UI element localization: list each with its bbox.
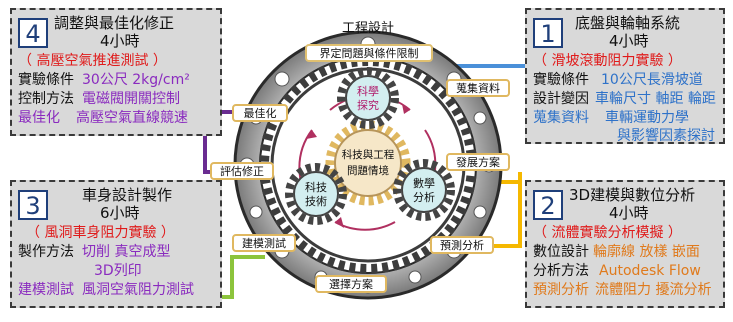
- stage-3-row3-label: 建模測試: [18, 282, 74, 298]
- label-select: 選擇方案: [315, 275, 387, 293]
- gear-center-line2: 問題情境: [347, 165, 389, 177]
- stage-1-box: 1 底盤與輪軸系統 4小時 （ 滑坡滾動阻力實驗 ） 實驗條件 10公尺長滑坡道…: [525, 8, 725, 144]
- center-gear: [334, 129, 402, 197]
- diagram-title: 工程設計: [342, 21, 395, 36]
- stage-1-row2-label: 設計變因: [533, 91, 589, 107]
- gear-technology-line1: 科技: [305, 181, 327, 194]
- stage-1-row4-value: 與影響因素探討: [617, 128, 715, 144]
- stage-1-row1-label: 實驗條件: [533, 72, 589, 88]
- gear-center-line1: 科技與工程: [341, 149, 395, 161]
- stage-3-row2-value: 3D列印: [94, 263, 142, 279]
- stage-4-box: 4 調整與最佳化修正 4小時 （ 高壓空氣推進測試 ） 實驗條件 30公尺 2k…: [10, 8, 222, 136]
- gear-math-line1: 數學: [413, 177, 435, 190]
- stage-1-experiment: （ 滑坡滾動阻力實驗 ）: [533, 53, 682, 69]
- center-gear-teeth: [325, 120, 411, 206]
- science-gear-teeth: [337, 67, 399, 129]
- stage-1-row1-value: 10公尺長滑坡道: [601, 72, 703, 88]
- science-gear: [345, 75, 391, 121]
- stage-1-hours: 4小時: [609, 32, 649, 50]
- stage-3-row1-value: 切削 真空成型: [82, 244, 171, 260]
- gear-technology-line2: 技術: [305, 195, 327, 208]
- math-gear-teeth: [393, 159, 455, 221]
- stage-4-row2-value: 電磁閥開關控制: [82, 91, 180, 107]
- stage-2-box: 2 3D建模與數位分析 4小時 （ 流體實驗分析模擬 ） 數位設計 輪廓線 放樣…: [525, 180, 725, 308]
- stage-4-hours: 4小時: [100, 32, 140, 50]
- stage-4-row1-value: 30公尺 2kg/cm²: [82, 72, 190, 88]
- stage-2-number: 2: [533, 190, 563, 220]
- stage-1-row3-label: 蒐集資料: [533, 110, 589, 126]
- stage-4-row3-label: 最佳化: [18, 110, 60, 126]
- stage-1-row3-value: 車輛運動力學: [605, 110, 689, 126]
- stage-4-number: 4: [18, 18, 48, 48]
- stage-2-row1-value: 輪廓線 放樣 嵌面: [593, 244, 700, 260]
- stage-2-experiment: （ 流體實驗分析模擬 ）: [533, 225, 682, 241]
- label-develop: 發展方案: [446, 153, 510, 171]
- gear-math-line2: 分析: [413, 191, 435, 204]
- label-predict: 預測分析: [430, 236, 494, 254]
- stage-2-row3-label: 預測分析: [533, 282, 589, 298]
- stage-2-title: 3D建模與數位分析: [569, 186, 696, 204]
- stage-4-row2-label: 控制方法: [18, 91, 74, 107]
- stage-1-title: 底盤與輪軸系統: [575, 14, 681, 32]
- stage-2-row1-label: 數位設計: [533, 244, 589, 260]
- stage-3-row1-label: 製作方法: [18, 244, 74, 260]
- gear-science-line2: 探究: [357, 99, 379, 112]
- label-collect: 蒐集資料: [446, 79, 510, 97]
- stage-4-row1-label: 實驗條件: [18, 72, 74, 88]
- stage-2-row2-value: Autodesk Flow: [599, 263, 701, 279]
- label-define: 界定問題與條件限制: [305, 44, 433, 62]
- stage-2-row3-value: 流體阻力 擾流分析: [595, 282, 712, 298]
- stage-1-row2-value: 車輪尺寸 軸距 輪距: [595, 91, 716, 107]
- stage-4-row3-value: 高壓空氣直線競速: [76, 110, 188, 126]
- stage-2-row2-label: 分析方法: [533, 263, 589, 279]
- stage-3-row3-value: 風洞空氣阻力測試: [82, 282, 194, 298]
- technology-gear: [293, 171, 339, 217]
- gear-science-line1: 科學: [357, 85, 379, 98]
- stage-3-box: 3 車身設計製作 6小時 （ 風洞車身阻力實驗 ） 製作方法 切削 真空成型 3…: [10, 180, 222, 308]
- stage-4-title: 調整與最佳化修正: [54, 14, 175, 32]
- stage-3-experiment: （ 風洞車身阻力實驗 ）: [26, 225, 175, 241]
- stage-4-experiment: （ 高壓空氣推進測試 ）: [18, 53, 167, 69]
- label-evaluate: 評估修正: [210, 162, 274, 180]
- technology-gear-teeth: [285, 163, 347, 225]
- stage-2-hours: 4小時: [609, 204, 649, 222]
- orange-connector-2: [492, 182, 522, 248]
- math-gear: [401, 167, 447, 213]
- label-optimize: 最佳化: [232, 104, 288, 122]
- stage-3-hours: 6小時: [100, 204, 140, 222]
- stage-1-number: 1: [533, 18, 563, 48]
- stage-3-title: 車身設計製作: [82, 186, 173, 204]
- stage-3-number: 3: [18, 190, 48, 220]
- label-model-test: 建模測試: [232, 234, 296, 252]
